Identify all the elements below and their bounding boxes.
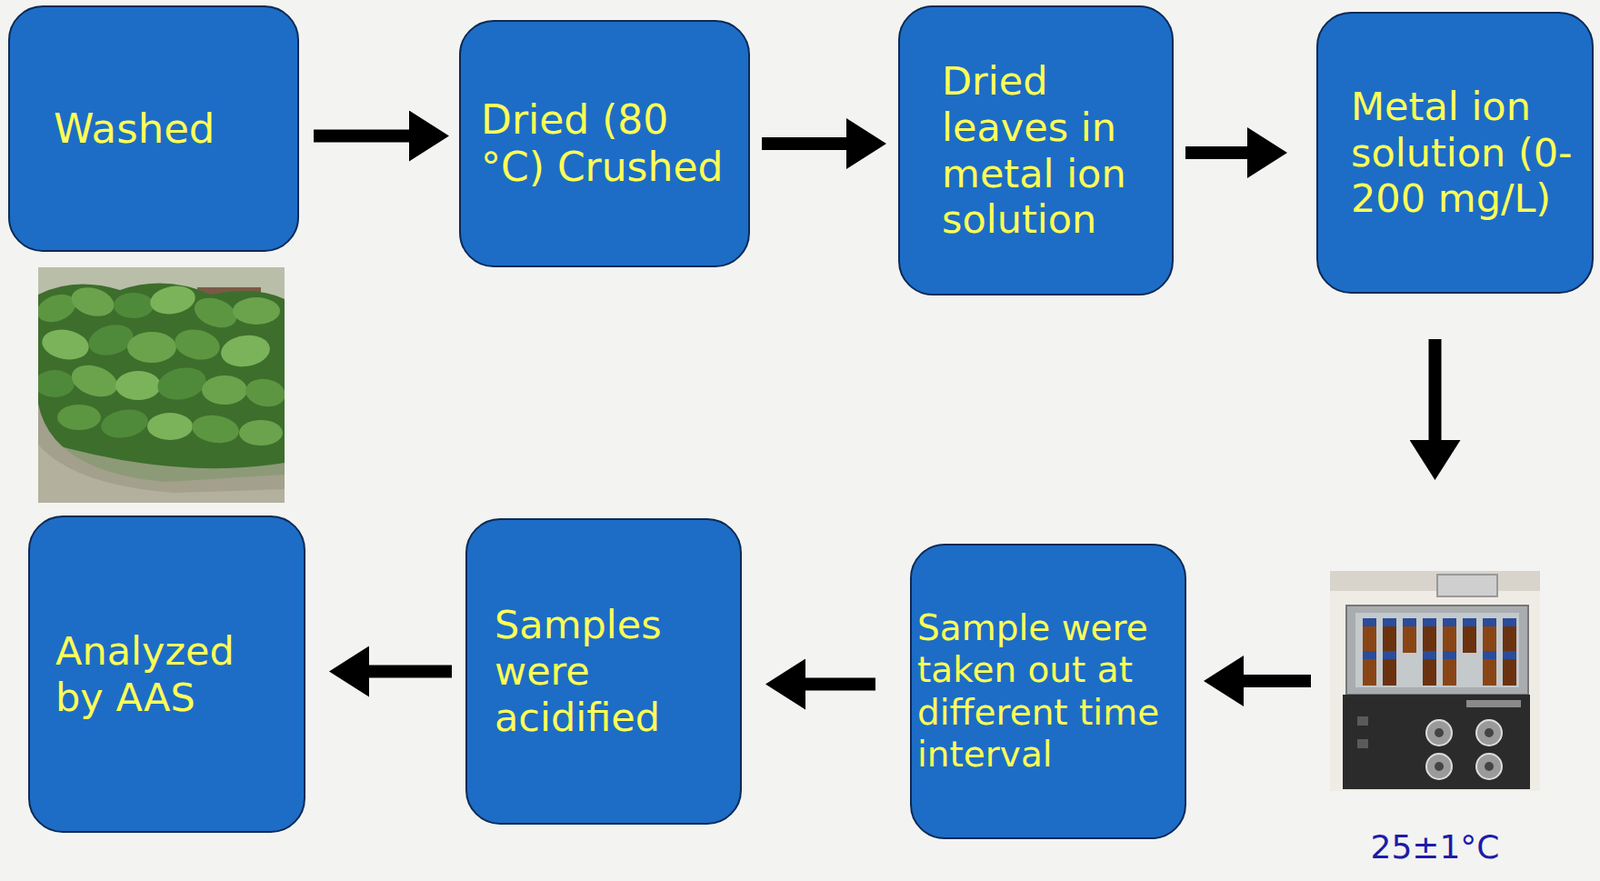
knob-centre [1484,728,1494,738]
bottle [1382,625,1397,653]
leaf [239,420,283,446]
bottle-cap [1502,650,1517,660]
shaker-bath-photo [1330,570,1540,791]
control-panel [1342,694,1530,790]
equipment-photo: 25±1°C [1330,570,1540,791]
bottle-cap [1502,618,1517,627]
flow-arrow [1429,339,1442,462]
knob [1426,753,1452,780]
bottle [1422,658,1437,686]
leaf [40,326,92,364]
water [38,444,285,503]
knob-centre [1484,761,1494,771]
bottle [1462,625,1477,653]
knob-centre [1434,761,1444,771]
flow-arrow [313,130,431,143]
leaf [57,404,101,430]
process-box: Washed [8,5,300,252]
leaf [171,325,223,364]
leaf [190,412,241,447]
bottle [1502,625,1517,653]
leaf [243,375,285,410]
process-box: Metal ion solution (0-200 mg/L) [1316,11,1594,294]
bottle [1482,658,1497,686]
bottle-cap [1422,650,1437,660]
leaf [148,282,198,318]
leaf [113,292,154,319]
panel-label [1466,700,1521,708]
knob [1476,720,1502,746]
bottle [1442,625,1457,653]
bottle-cap [1442,650,1457,660]
bottle [1402,625,1417,653]
leaf [67,360,121,403]
process-box: Dried (80 °C) Crushed [459,20,750,268]
process-box: Sample were taken out at different time … [910,543,1187,840]
step-label: Dried (80 °C) Crushed [480,96,734,191]
flow-arrow [783,678,876,691]
leaf [219,331,272,370]
leaf [68,282,118,320]
flow-arrow [1185,146,1270,160]
bottle-cap [1462,618,1477,627]
switch [1357,716,1369,726]
bottle-cap [1362,650,1377,660]
flow-arrow [347,665,452,679]
bottle [1442,658,1457,686]
leaf [38,370,75,398]
process-box: Analyzed by AAS [28,515,306,833]
bottle-cap [1382,650,1397,660]
plant-photo [38,267,285,503]
leaf [201,375,248,405]
leaf [115,370,161,400]
step-label: Analyzed by AAS [55,628,273,720]
bottle-cap [1362,618,1377,627]
bottle-cap [1402,618,1417,627]
step-label: Dried leaves in metal ion solution [941,58,1160,243]
knob [1426,720,1452,746]
flow-arrow [1221,674,1311,688]
leaf [85,320,138,360]
bottle [1482,625,1497,653]
knob-centre [1434,728,1444,738]
knob [1476,753,1502,780]
step-label: Metal ion solution (0-200 mg/L) [1350,83,1580,222]
flow-arrow [761,137,869,150]
leaf [99,406,150,442]
leaf [232,297,280,325]
muddy-ground [38,403,285,503]
bath-lid [1437,574,1498,597]
bottle-cap [1482,618,1497,627]
photo-background [1330,570,1540,791]
bottle-cap [1482,650,1497,660]
step-label: Samples were acidified [494,601,722,740]
bottle-cap [1382,618,1397,627]
step-label: Washed [53,104,283,153]
leaf [127,331,177,363]
bottle [1362,625,1377,653]
bath-rim [1346,605,1529,695]
bottle-cap [1422,618,1437,627]
process-box: Dried leaves in metal ion solution [898,5,1174,296]
foliage-mass [38,283,285,470]
bath-water [1355,612,1520,688]
photo-ground [38,267,285,503]
photo-wall [1330,570,1540,591]
bottle [1362,658,1377,686]
process-box: Samples were acidified [465,518,742,825]
leaf [147,412,193,440]
bottle [1422,625,1437,653]
switch [1357,739,1369,749]
leaf [154,363,210,404]
bottle-cap [1442,618,1457,627]
bottle [1382,658,1397,686]
temperature-caption: 25±1°C [1370,830,1500,864]
step-label: Sample were taken out at different time … [917,607,1180,775]
bottle [1502,658,1517,686]
